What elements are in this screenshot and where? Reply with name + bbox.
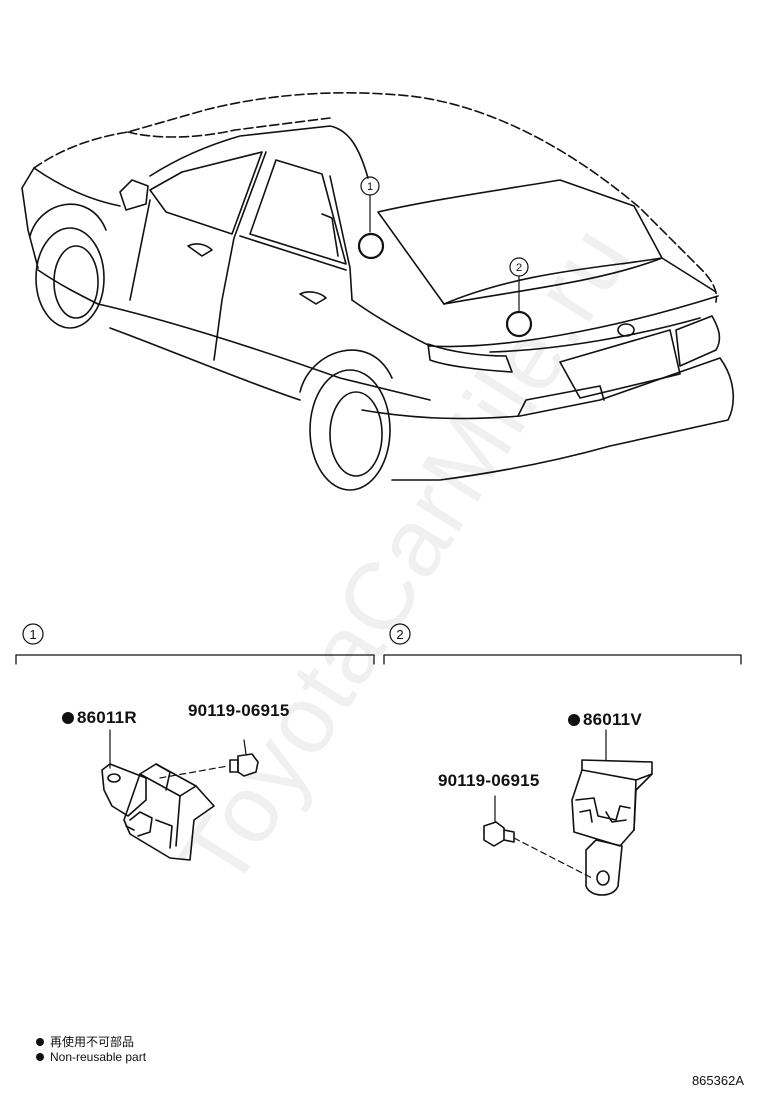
part-86011V-drawing [483,729,653,896]
part-number-86011R: 86011R [77,708,137,727]
bullet-icon [36,1038,44,1046]
part-label-86011V[interactable]: 86011V [568,710,642,730]
callout-1-marker [357,176,385,260]
part-label-86011R[interactable]: 86011R [62,708,137,728]
callout-1-number: 1 [367,181,373,193]
callout-2-marker [505,257,533,338]
legend-jp-text: 再使用不可部品 [50,1035,135,1049]
section-2-header [383,623,742,665]
legend-english: Non-reusable part [36,1050,146,1064]
legend-en-text: Non-reusable part [50,1050,147,1064]
part-label-bolt-1[interactable]: 90119-06915 [188,701,289,721]
section-1-header [15,623,375,665]
non-reusable-bullet-icon [568,714,580,726]
drawing-number: 865362A [691,1073,744,1088]
non-reusable-bullet-icon [62,712,74,724]
part-number-bolt-2: 90119-06915 [438,771,540,790]
section-2-number: 2 [396,627,403,642]
car-illustration [21,92,735,491]
section-1-number: 1 [29,627,36,642]
part-label-bolt-2[interactable]: 90119-06915 [438,771,539,791]
part-number-bolt-1: 90119-06915 [188,701,290,720]
callout-2-number: 2 [516,262,522,274]
bullet-icon [36,1053,44,1061]
legend-japanese: 再使用不可部品 [36,1033,134,1050]
part-number-86011V: 86011V [583,710,642,729]
part-86011R-drawing [101,729,259,861]
